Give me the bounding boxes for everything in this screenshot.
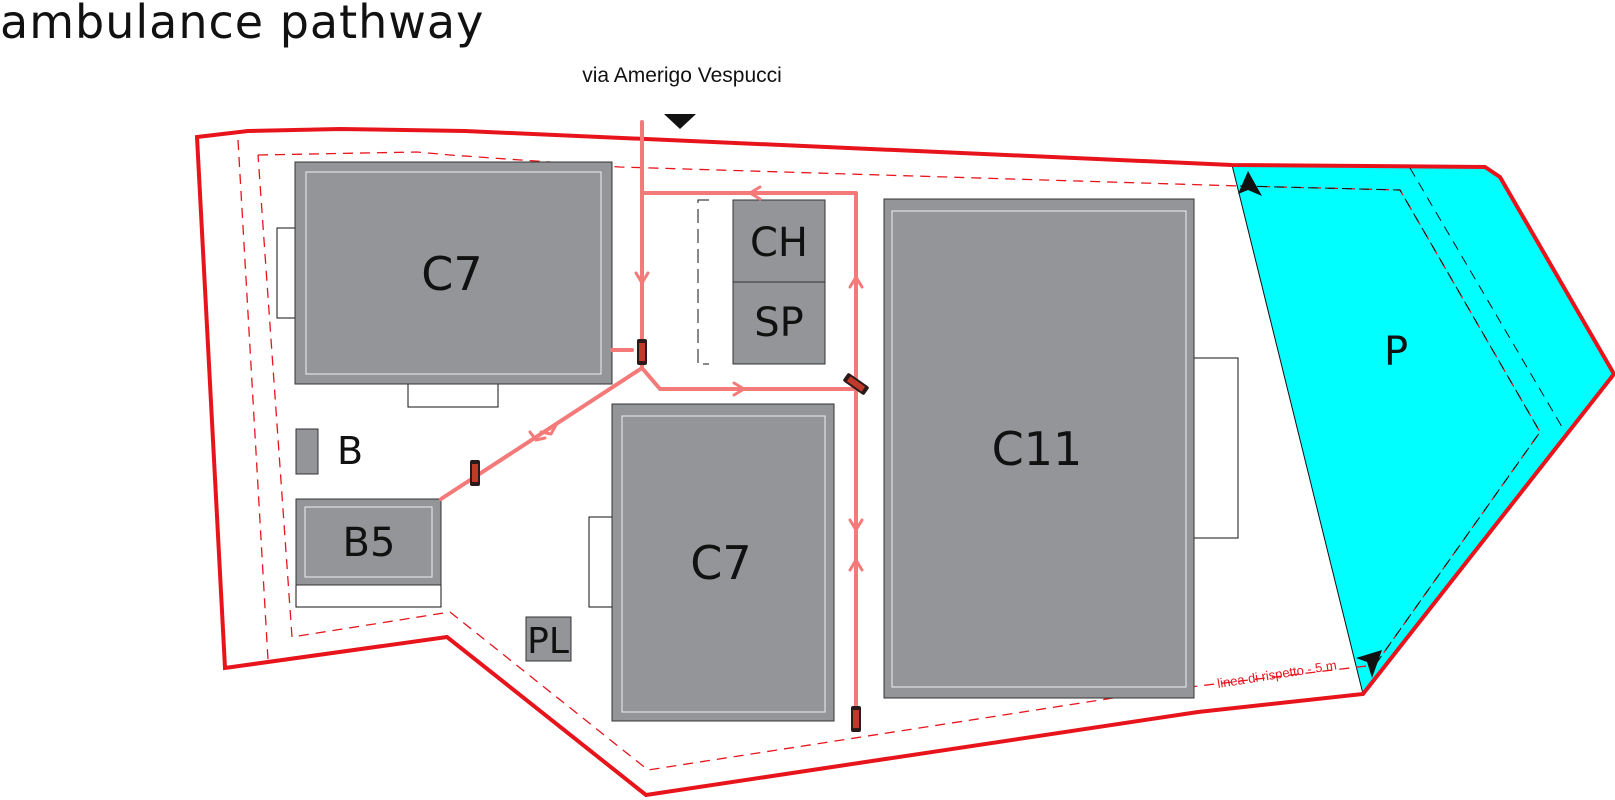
path-direction-arrow-icon: [528, 185, 864, 572]
parking-access-arrow-icon: [1238, 171, 1262, 196]
entrance-arrow-icon: [664, 114, 696, 129]
building-label: B5: [343, 520, 396, 566]
building-b: B: [295, 428, 363, 475]
building-label: C7: [690, 536, 751, 590]
page-title: ambulance pathway: [0, 0, 484, 49]
ambulance-icon: [851, 706, 861, 732]
ambulance-icon: [843, 373, 869, 395]
setback-label: linea di rispetto - 5 m: [1216, 657, 1338, 691]
parking-label: P: [1384, 329, 1408, 375]
parking-dashed-line: [1409, 167, 1566, 433]
building-ch-sp: CH SP: [697, 199, 826, 365]
setback-line-west: [237, 139, 269, 661]
building-label: PL: [527, 621, 569, 662]
building-label: C7: [421, 247, 482, 301]
building-b5: B5: [295, 498, 442, 608]
building-c7-south: C7: [588, 403, 835, 722]
building-pl: PL: [525, 616, 572, 662]
setback-line: [257, 151, 1541, 771]
building-label: SP: [754, 300, 804, 346]
parking-inner-dashed-line: [1239, 185, 1541, 666]
ambulance-icon: [637, 339, 647, 365]
site-boundary: [194, 126, 1615, 798]
building-label: CH: [750, 220, 808, 266]
ambulance-icon: [470, 460, 480, 486]
building-c7-north: C7: [276, 161, 613, 408]
building-label: B: [337, 429, 363, 473]
parking-access-arrow-icon: [1356, 650, 1382, 678]
building-c11: C11: [883, 198, 1239, 699]
building-label: C11: [992, 422, 1083, 476]
street-label: via Amerigo Vespucci: [582, 64, 782, 87]
